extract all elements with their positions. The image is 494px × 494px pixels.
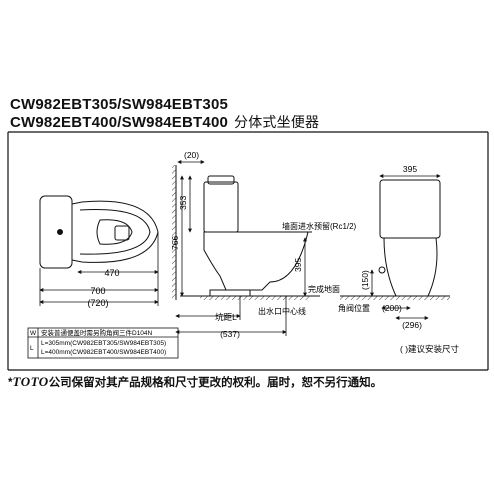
top-view-nozzle [114,225,130,241]
top-view-dimensions [39,232,159,306]
top-view-bowl-opening [96,219,133,245]
front-view-bowl [383,237,438,297]
dim-700-label: 700 [90,286,105,296]
dim-200-label: (200) [382,303,402,313]
side-view-bowl [203,231,309,291]
front-view-floor-hatch [340,296,450,300]
model-title-line2: CW982EBT400/SW984EBT400 分体式坐便器 [10,112,319,132]
front-view-tank [379,179,441,239]
dim-720-label: (720) [87,298,108,308]
side-view-tank-lid [207,175,235,185]
front-view-dimensions [370,174,441,320]
dim-353-label: 353 [178,196,188,210]
top-view-seat [79,209,151,255]
dim-537-label: (537) [220,329,240,339]
drawing-frame [7,131,489,371]
dim-395-hole-label: 395 [293,258,303,272]
notes-table [27,327,179,359]
footer-star: * [8,377,13,389]
notes-row2-a: L=305mm(CW982EBT305/SW984EBT305) [41,340,166,347]
outlet-center-label: 出水口中心线 [258,306,306,316]
top-view-tank [39,195,73,269]
front-view-angle-valve [378,266,386,274]
dim-front-395-label: 395 [403,164,417,174]
footer-text: 公司保留对其产品规格和尺寸更改的权利。届时，恕不另行通知。 [48,377,383,389]
side-view-wall-hatch [172,165,176,300]
notes-row2-key: L [30,345,34,352]
side-view-floor-hatch [200,296,310,300]
side-view-tank [203,181,239,233]
model-title-line2-model: CW982EBT400/SW984EBT400 [10,114,229,131]
dim-470-label: 470 [104,268,119,278]
model-title-line1: CW982EBT305/SW984EBT305 [10,96,229,113]
notes-row2-b: L=400mm(CW982EBT400/SW984EBT400) [41,349,166,356]
top-view [39,195,159,269]
valve-position-label: 角阀位置 [338,303,370,313]
front-view [378,179,441,297]
product-name: 分体式坐便器 [234,114,320,130]
side-view [203,175,312,297]
side-view-base [209,289,251,297]
notes-row1-text: 安装普通便盖时需另购角阀三件D104N [41,328,153,337]
rough-in-label: 坑距L [215,312,237,322]
side-view-dimensions [175,160,307,336]
brand-logo: TOTO [12,374,49,389]
notes-row1-key: W [30,330,37,337]
recommended-note: ( )建议安装尺寸 [400,344,460,354]
dim-296-label: (296) [402,320,422,330]
floor-label: 完成地面 [308,284,340,294]
footer-disclaimer: *TOTO公司保留对其产品规格和尺寸更改的权利。届时，恕不另行通知。 [8,374,382,390]
dim-150-label: (150) [360,270,370,290]
top-view-flush-button [57,229,63,235]
dim-20-label: (20) [184,150,199,160]
wall-inlet-label: 墙面进水预留(Rc1/2) [282,221,357,231]
dim-766-label: 766 [170,236,180,250]
